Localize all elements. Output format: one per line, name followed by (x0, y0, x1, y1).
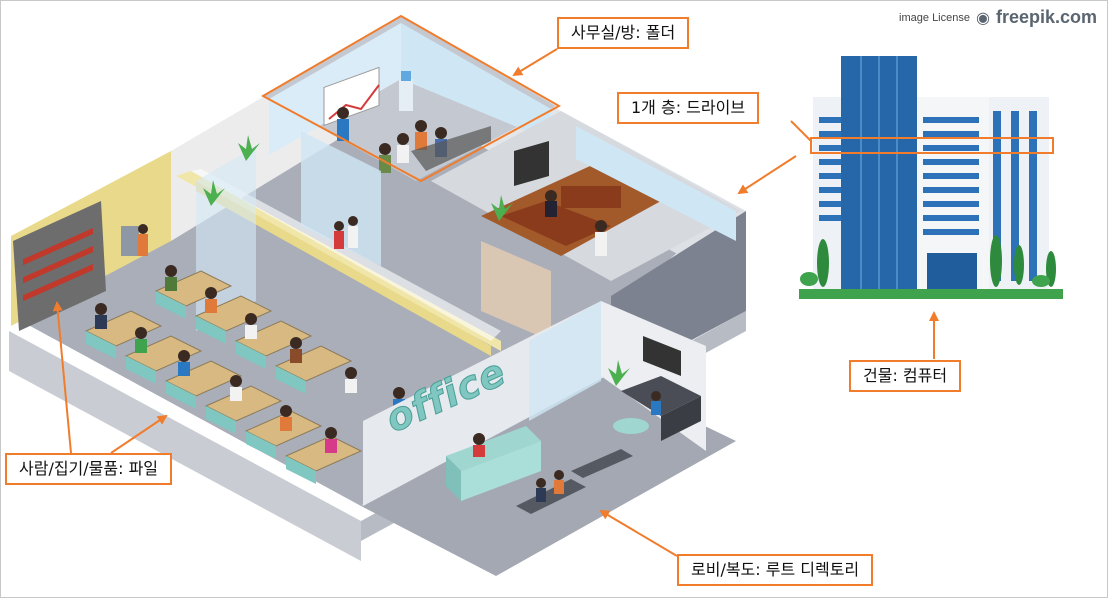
lawn (799, 289, 1063, 299)
water-cooler (399, 79, 413, 111)
credit: image License ◉ freepik.com (899, 7, 1097, 28)
callout-lobby: 로비/복도: 루트 디렉토리 (677, 554, 873, 586)
coffee-table (613, 418, 649, 434)
freepik-logo-icon: ◉ (976, 8, 990, 27)
arrow-room (514, 49, 557, 75)
arrow-floor (739, 156, 796, 193)
callout-floor: 1개 층: 드라이브 (617, 92, 759, 124)
building (799, 56, 1063, 299)
freepik-brand: freepik.com (996, 7, 1097, 28)
callout-people: 사람/집기/물품: 파일 (5, 453, 172, 485)
license-label: image License (899, 12, 970, 24)
callout-room: 사무실/방: 폴더 (557, 17, 689, 49)
entrance (927, 253, 977, 289)
arrow-floor-link (791, 121, 811, 141)
copier (121, 226, 139, 256)
callout-building: 건물: 컴퓨터 (849, 360, 961, 392)
arrow-lobby (601, 511, 677, 556)
